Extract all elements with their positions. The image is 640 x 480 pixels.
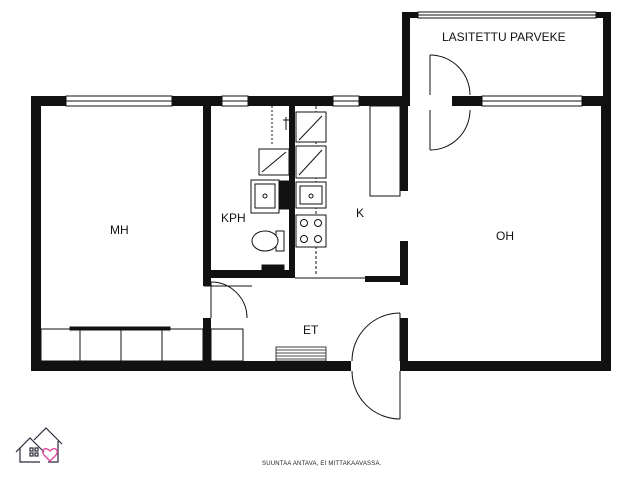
interior-walls	[203, 96, 408, 371]
room-label-et: ET	[303, 323, 319, 337]
kitchen-fixtures	[295, 105, 401, 276]
disclaimer-note: SUUNTAA ANTAVA, EI MITTAKAAVASSA.	[262, 461, 382, 467]
wardrobe-row	[40, 326, 204, 362]
room-label-mh: MH	[110, 223, 129, 237]
room-label-balcony: LASITETTU PARVEKE	[442, 30, 566, 44]
room-label-kph: KPH	[221, 211, 246, 225]
bathroom-fixtures	[250, 106, 290, 271]
windows	[65, 11, 597, 107]
hall-radiator	[275, 346, 327, 362]
room-label-k: K	[356, 206, 364, 220]
thin-lines	[211, 277, 365, 287]
doors	[204, 54, 471, 420]
room-label-oh: OH	[496, 229, 514, 243]
hall-closet	[210, 328, 244, 362]
house-heart-logo-icon	[15, 427, 63, 463]
